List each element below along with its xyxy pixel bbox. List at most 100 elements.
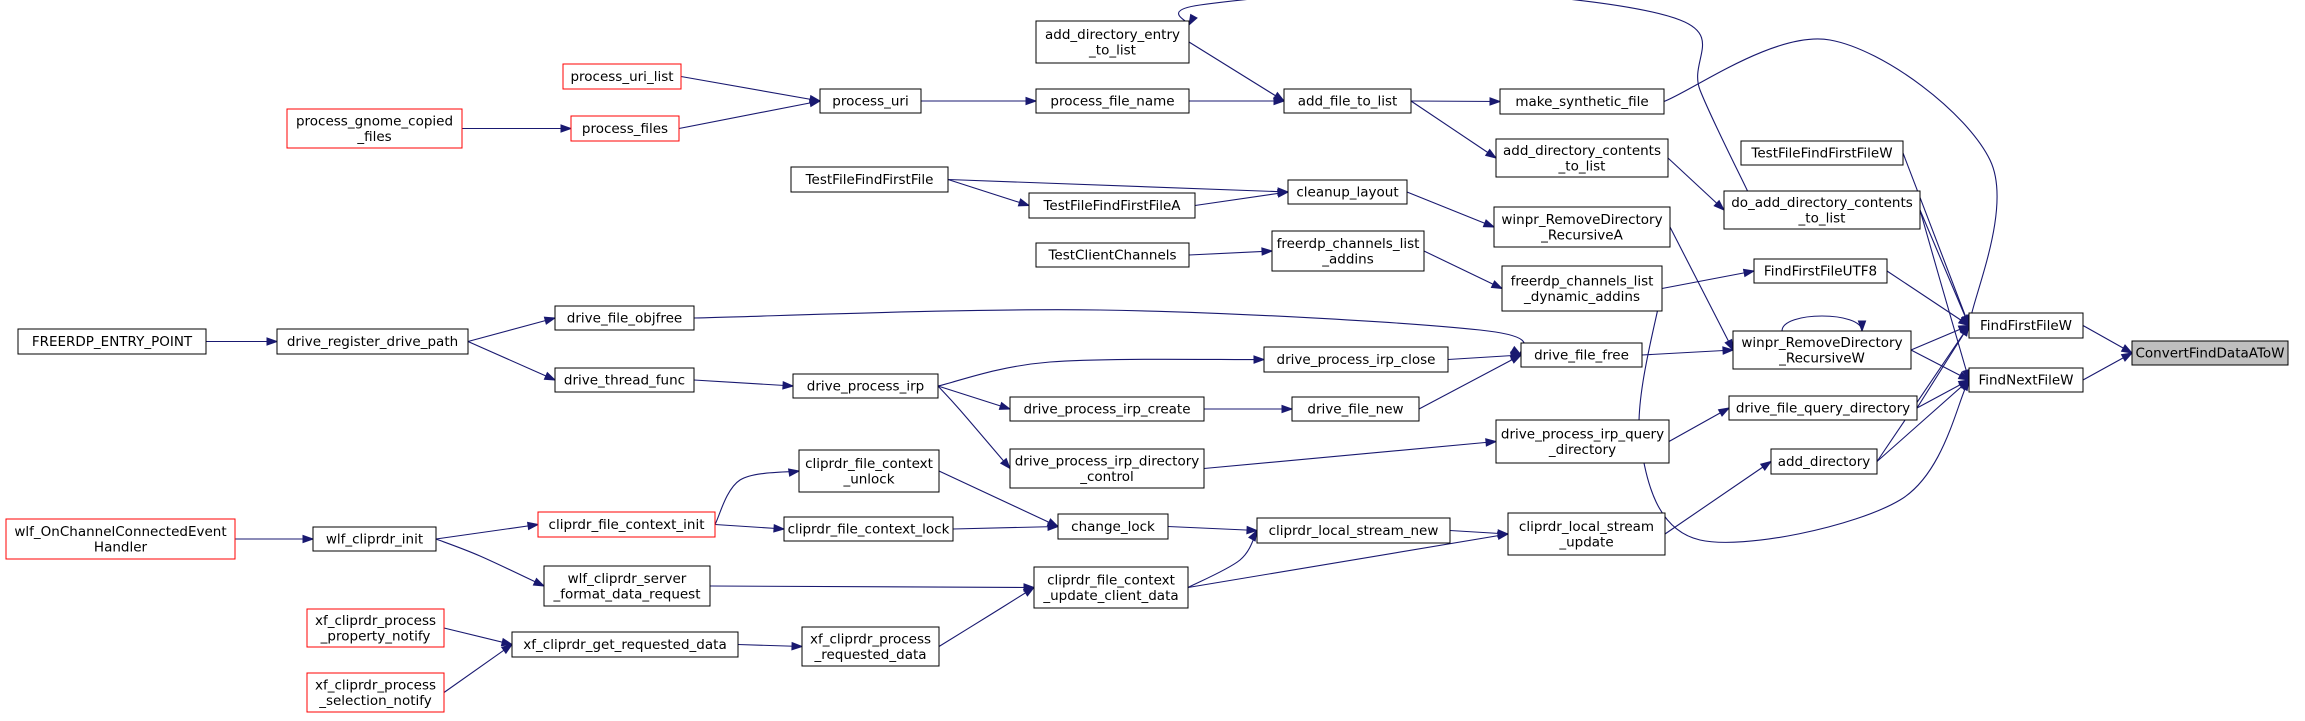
node-drive-file-objfree[interactable]: drive_file_objfree	[554, 305, 695, 331]
node-testfilefindfirstfilew[interactable]: TestFileFindFirstFileW	[1740, 140, 1904, 166]
node-process-uri-list[interactable]: process_uri_list	[562, 63, 682, 90]
call-edges	[206, 0, 2134, 693]
node-wlf-cliprdr-server-format-data-request[interactable]: wlf_cliprdr_server_format_data_request	[543, 565, 711, 607]
node-testfilefindfirstfile[interactable]: TestFileFindFirstFile	[790, 166, 949, 193]
node-label: cliprdr_file_context	[805, 456, 933, 472]
edge-arrowhead	[1960, 378, 1970, 392]
node-box	[1263, 346, 1449, 373]
node-add-directory-entry-to-list[interactable]: add_directory_entry_to_list	[1035, 20, 1190, 64]
edge-line	[1187, 530, 1258, 588]
edge-cfclock-to-chlock	[952, 522, 1060, 532]
edge-arrowhead	[1484, 148, 1498, 159]
node-box	[1740, 140, 1904, 166]
edge-line	[938, 470, 1059, 527]
node-drive-file-new[interactable]: drive_file_new	[1291, 396, 1420, 422]
node-findfirstfilew[interactable]: FindFirstFileW	[1968, 312, 2084, 339]
node-process-file-name[interactable]: process_file_name	[1035, 88, 1190, 114]
function-nodes: ConvertFindDataAToW FindFirstFileW FindNex…	[5, 20, 2289, 713]
node-drive-register-drive-path[interactable]: drive_register_drive_path	[276, 328, 469, 355]
edge-line	[709, 585, 1035, 589]
node-box	[562, 63, 682, 90]
node-label: add_directory_contents	[1503, 143, 1661, 159]
edge-line	[937, 385, 1011, 410]
node-add-file-to-list[interactable]: add_file_to_list	[1283, 88, 1412, 114]
node-xf-cliprdr-get-requested-data[interactable]: xf_cliprdr_get_requested_data	[511, 631, 739, 658]
node-cliprdr-file-context-unlock[interactable]: cliprdr_file_context_unlock	[798, 449, 940, 493]
edge-line	[947, 178, 1030, 207]
node-xf-cliprdr-process-property-notify[interactable]: xf_cliprdr_process_property_notify	[306, 608, 445, 648]
node-box	[312, 526, 437, 552]
node-winpr-removedirectory-recursivew[interactable]: winpr_RemoveDirectory_RecursiveW	[1732, 330, 1912, 370]
node-label: do_add_directory_contents	[1731, 195, 1913, 211]
edge-tff-to-tffa	[947, 178, 1031, 207]
node-drive-process-irp-close[interactable]: drive_process_irp_close	[1263, 346, 1449, 373]
edge-dpirp-to-dpcreate	[937, 385, 1012, 410]
edge-test_ffw-to-ffirst	[1902, 152, 1970, 327]
node-label: add_directory	[1778, 454, 1871, 470]
node-cliprdr-local-stream-new[interactable]: cliprdr_local_stream_new	[1256, 517, 1451, 544]
edge-arrowhead	[1246, 525, 1259, 535]
node-drive-file-free[interactable]: drive_file_free	[1520, 342, 1643, 368]
node-add-directory[interactable]: add_directory	[1770, 448, 1878, 475]
node-label: make_synthetic_file	[1515, 94, 1648, 110]
node-wlf-cliprdr-init[interactable]: wlf_cliprdr_init	[312, 526, 437, 552]
node-process-gnome-copied-files[interactable]: process_gnome_copied_files	[286, 108, 463, 149]
node-label: _files	[356, 129, 391, 145]
edge-line	[693, 309, 1525, 356]
node-process-files[interactable]: process_files	[570, 115, 680, 142]
node-change-lock[interactable]: change_lock	[1057, 513, 1169, 540]
node-do-add-directory-contents-to-list[interactable]: do_add_directory_contents_to_list	[1723, 190, 1921, 230]
node-box	[1753, 258, 1888, 284]
edge-line	[947, 178, 1289, 193]
node-drive-process-irp[interactable]: drive_process_irp	[792, 373, 939, 399]
edge-line	[1910, 349, 1970, 381]
edge-line	[467, 317, 556, 343]
node-drive-process-irp-create[interactable]: drive_process_irp_create	[1009, 396, 1205, 422]
node-cliprdr-file-context-update-client-data[interactable]: cliprdr_file_context_update_client_data	[1033, 566, 1189, 609]
edge-arrowhead	[1490, 280, 1504, 290]
edge-line	[1406, 191, 1495, 228]
node-cliprdr-file-context-init[interactable]: cliprdr_file_context_init	[537, 511, 716, 538]
node-freerdp-channels-list-addins[interactable]: freerdp_channels_list_addins	[1271, 230, 1425, 272]
node-convertfinddataatow[interactable]: ConvertFindDataAToW	[2131, 340, 2289, 366]
node-box	[1028, 192, 1196, 219]
edge-fcdyn-to-fnext	[1638, 288, 1970, 543]
node-cliprdr-local-stream-update[interactable]: cliprdr_local_stream_update	[1507, 512, 1666, 556]
node-box	[537, 511, 716, 538]
node-box	[286, 108, 463, 149]
node-freerdp-channels-list-dynamic-addins[interactable]: freerdp_channels_list_dynamic_addins	[1501, 265, 1663, 312]
node-cliprdr-file-context-lock[interactable]: cliprdr_file_context_lock	[783, 516, 954, 542]
node-drive-process-irp-query-directory[interactable]: drive_process_irp_query_directory	[1495, 419, 1670, 464]
node-box	[1501, 265, 1663, 312]
edge-arrowhead	[1485, 438, 1498, 447]
edge-cfcupd-to-clsnew	[1187, 529, 1258, 588]
node-winpr-removedirectory-recursivea[interactable]: winpr_RemoveDirectory_RecursiveA	[1493, 206, 1671, 248]
node-drive-process-irp-directory-control[interactable]: drive_process_irp_directory_control	[1009, 448, 1205, 489]
node-add-directory-contents-to-list[interactable]: add_directory_contents_to_list	[1495, 138, 1669, 178]
edge-line	[1902, 152, 1970, 326]
node-drive-thread-func[interactable]: drive_thread_func	[554, 367, 695, 393]
edge-addentry-to-addfile	[1188, 41, 1286, 102]
node-drive-file-query-directory[interactable]: drive_file_query_directory	[1728, 395, 1918, 421]
node-findfirstfileutf8[interactable]: FindFirstFileUTF8	[1753, 258, 1888, 284]
node-box	[1495, 138, 1669, 178]
node-box	[1499, 88, 1665, 115]
node-testclientchannels[interactable]: TestClientChannels	[1035, 242, 1190, 268]
node-xf-cliprdr-process-requested-data[interactable]: xf_cliprdr_process_requested_data	[801, 626, 940, 667]
node-label: FindFirstFileW	[1980, 318, 2072, 334]
edge-fnext-to-root	[2082, 352, 2134, 381]
node-testfilefindfirstfilea[interactable]: TestFileFindFirstFileA	[1028, 192, 1196, 219]
node-xf-cliprdr-process-selection-notify[interactable]: xf_cliprdr_process_selection_notify	[306, 672, 445, 713]
node-freerdp-entry-point[interactable]: FREERDP_ENTRY_POINT	[17, 328, 207, 355]
edge-arrowhead	[1959, 324, 1970, 337]
edge-wlfsrv-to-cfcupd	[709, 583, 1036, 592]
node-box	[5, 518, 236, 560]
node-findnextfilew[interactable]: FindNextFileW	[1968, 367, 2084, 393]
node-cleanup-layout[interactable]: cleanup_layout	[1287, 179, 1408, 205]
node-make-synthetic-file[interactable]: make_synthetic_file	[1499, 88, 1665, 115]
node-label: cliprdr_local_stream	[1519, 519, 1654, 535]
node-process-uri[interactable]: process_uri	[819, 88, 922, 114]
edge-arrowhead	[1724, 338, 1734, 352]
node-label: xf_cliprdr_process	[315, 613, 436, 629]
